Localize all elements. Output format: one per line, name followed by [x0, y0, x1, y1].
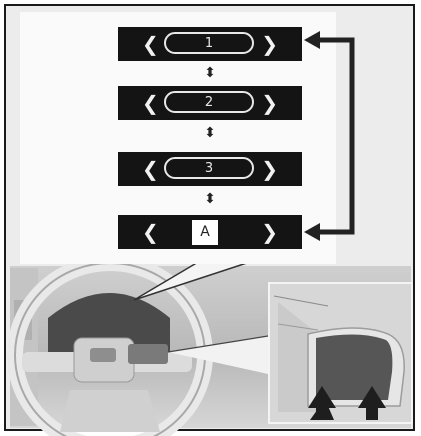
cycle-arrowhead-top-icon: [304, 31, 320, 49]
cycle-arrowhead-bottom-icon: [304, 223, 320, 241]
cycle-line: [316, 40, 352, 232]
